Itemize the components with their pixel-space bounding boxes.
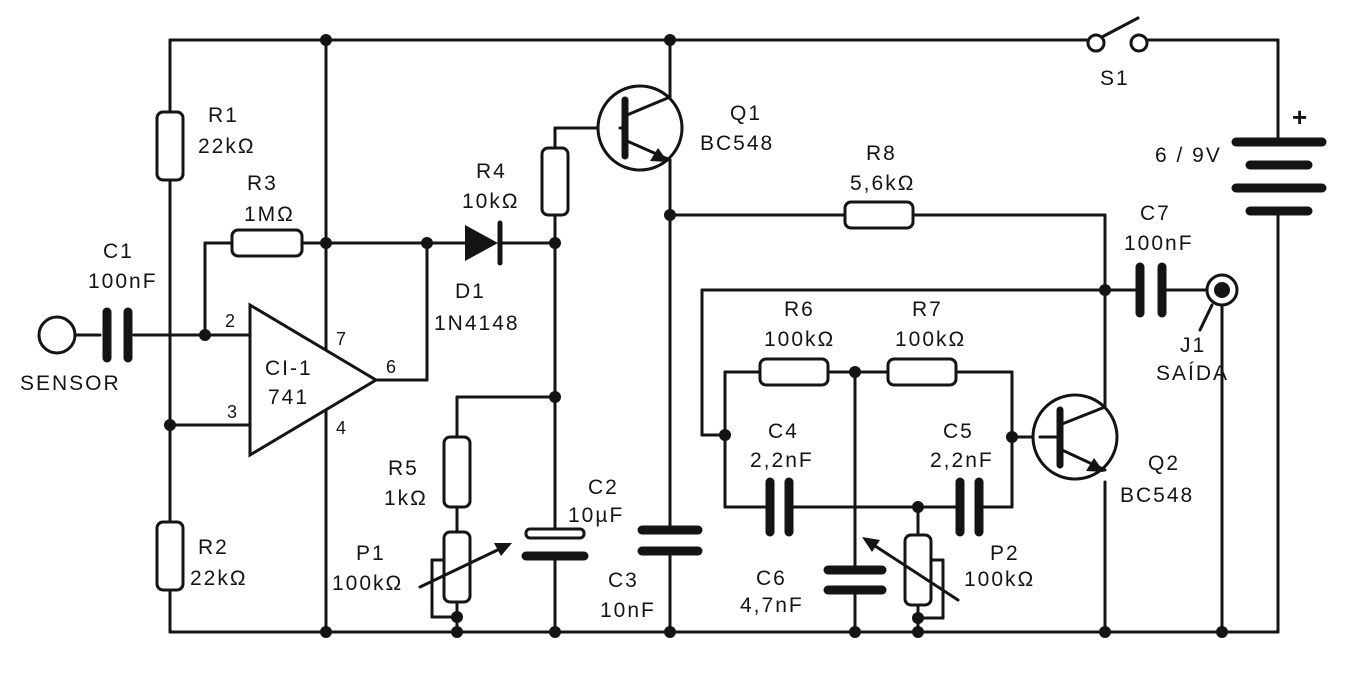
label-c6-value: 4,7nF	[740, 594, 804, 617]
label-r3-value: 1MΩ	[244, 203, 295, 226]
diode-d1	[465, 220, 503, 266]
label-r5-name: R5	[388, 457, 419, 480]
capacitor-c2	[521, 527, 589, 561]
label-r4-value: 10kΩ	[462, 190, 520, 213]
capacitor-c3	[637, 525, 703, 556]
label-q1-value: BC548	[700, 132, 774, 155]
label-q1-name: Q1	[730, 102, 762, 125]
label-p2-value: 100kΩ	[964, 568, 1035, 591]
label-d1-value: 1N4148	[434, 312, 520, 335]
label-c3-name: C3	[608, 569, 639, 592]
label-c5-name: C5	[943, 420, 974, 443]
resistor-r4	[540, 146, 570, 217]
label-s1: S1	[1100, 67, 1130, 90]
resistor-r5	[442, 435, 472, 509]
output-jack-j1	[1198, 273, 1239, 332]
label-r1-value: 22kΩ	[198, 135, 256, 158]
switch-s1	[1086, 16, 1149, 53]
label-battery-plus: +	[1292, 102, 1307, 132]
potentiometer-p2	[862, 533, 960, 607]
labels: SENSOR C1 100nF R1 22kΩ R3 1MΩ R2 22kΩ 2…	[20, 67, 1307, 622]
label-r8-name: R8	[866, 142, 897, 165]
label-q2-name: Q2	[1148, 452, 1180, 475]
capacitor-c7	[1135, 262, 1167, 318]
transistor-q2	[1031, 393, 1119, 481]
label-r2-name: R2	[198, 536, 229, 559]
label-c7-name: C7	[1140, 202, 1171, 225]
label-c5-value: 2,2nF	[930, 449, 994, 472]
label-p2-name: P2	[990, 542, 1020, 565]
capacitor-c5	[955, 477, 984, 537]
label-j1-value: SAÍDA	[1156, 362, 1229, 385]
label-p1-value: 100kΩ	[332, 572, 403, 595]
label-r4-name: R4	[476, 160, 507, 183]
label-r6-value: 100kΩ	[764, 328, 835, 351]
label-r2-value: 22kΩ	[190, 567, 248, 590]
resistor-r3	[230, 228, 304, 258]
opamp-ci1	[248, 302, 379, 458]
label-q2-value: BC548	[1120, 484, 1194, 507]
resistor-r2	[155, 520, 185, 592]
label-r7-name: R7	[912, 298, 943, 321]
capacitor-c6	[823, 565, 887, 595]
battery	[1231, 137, 1327, 216]
label-j1-name: J1	[1180, 334, 1206, 357]
label-ic1-name: CI-1	[265, 357, 313, 380]
label-battery-voltage: 6 / 9V	[1155, 144, 1222, 167]
label-r6-name: R6	[784, 298, 815, 321]
label-r3-name: R3	[247, 172, 278, 195]
label-c1-name: C1	[103, 240, 134, 263]
capacitor-c1	[102, 307, 133, 363]
label-c6-name: C6	[756, 567, 787, 590]
label-d1-name: D1	[455, 280, 486, 303]
resistor-r7	[886, 357, 958, 387]
resistor-r8	[843, 200, 915, 230]
label-r1-name: R1	[208, 104, 239, 127]
label-sensor: SENSOR	[20, 372, 121, 395]
resistor-r6	[758, 357, 830, 387]
capacitor-c4	[765, 477, 794, 537]
label-r8-value: 5,6kΩ	[850, 172, 915, 195]
label-c2-value: 10µF	[568, 504, 624, 527]
label-p1-name: P1	[356, 542, 386, 565]
transistor-q1	[596, 84, 684, 172]
label-c1-value: 100nF	[88, 270, 158, 293]
label-ic1-value: 741	[268, 386, 309, 409]
sensor-terminal	[37, 315, 77, 355]
label-r7-value: 100kΩ	[895, 328, 966, 351]
label-ic-pin4: 4	[336, 418, 346, 438]
label-c7-value: 100nF	[1124, 232, 1194, 255]
label-ic-pin3: 3	[227, 402, 237, 422]
resistor-r1	[155, 110, 185, 182]
junctions	[164, 34, 1228, 638]
label-ic-pin7: 7	[336, 329, 346, 349]
label-r5-value: 1kΩ	[384, 487, 428, 510]
label-c4-name: C4	[768, 420, 799, 443]
label-c3-value: 10nF	[600, 599, 656, 622]
label-ic-pin2: 2	[225, 311, 235, 331]
potentiometer-p1	[418, 530, 512, 604]
label-ic-pin6: 6	[386, 357, 396, 377]
label-c2-name: C2	[588, 476, 619, 499]
label-c4-value: 2,2nF	[750, 449, 814, 472]
